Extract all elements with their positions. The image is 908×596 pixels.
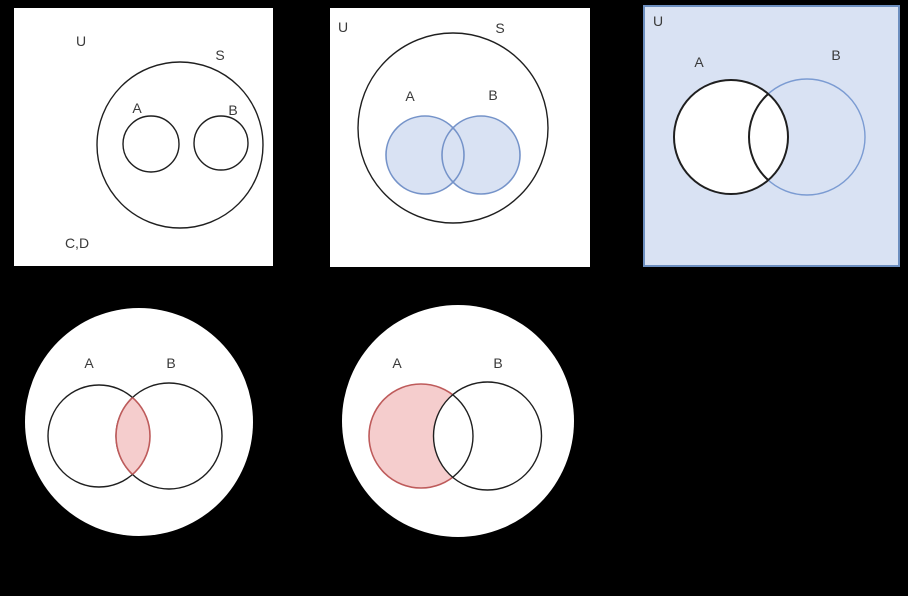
set-a-label: A [84,355,94,371]
other-sets-label: C,D [65,235,89,251]
venn-intersection-svg: A B [25,308,253,536]
set-b-fill [442,116,520,194]
universe-label: U [338,19,348,35]
set-a-circle [385,115,465,195]
set-a-label: A [132,100,142,116]
superset-s-circle [357,32,549,224]
set-a-circle [673,79,789,195]
venn-difference-svg: A B [342,305,574,537]
venn-complement-svg: U A B [643,5,900,267]
set-b-label: B [166,355,175,371]
superset-label: S [215,47,224,63]
set-b-circle [441,115,521,195]
universe-label: U [76,33,86,49]
set-b-label: B [831,47,840,63]
set-a-label: A [694,54,704,70]
universe-label: U [653,13,663,29]
panel-disjoint-sets: U S A B C,D [14,8,273,271]
intersection-left-arc [115,385,150,487]
set-a-fill [386,116,464,194]
set-a-arc-inside-b [433,383,474,489]
set-b-label: B [488,87,497,103]
set-a-circle [122,115,180,173]
set-b-label: B [228,102,237,118]
set-b-circle [432,381,543,491]
set-b-circle [193,115,249,171]
venn-union-svg: U S A B [330,8,590,267]
panel-union-shaded: U S A B [330,8,590,272]
intersection-region [116,384,151,488]
set-b-label: B [493,355,502,371]
venn-disjoint-svg: U S A B C,D [14,8,273,266]
superset-label: S [495,20,504,36]
panel-intersection-shaded: A B [20,304,260,545]
panel-difference-shaded: A B [340,303,580,544]
superset-s-circle [96,61,264,229]
set-b-arc-inside-a [748,80,788,194]
set-a-label: A [405,88,415,104]
panel-complement-shaded: U A B [643,5,900,272]
set-a-label: A [392,355,402,371]
